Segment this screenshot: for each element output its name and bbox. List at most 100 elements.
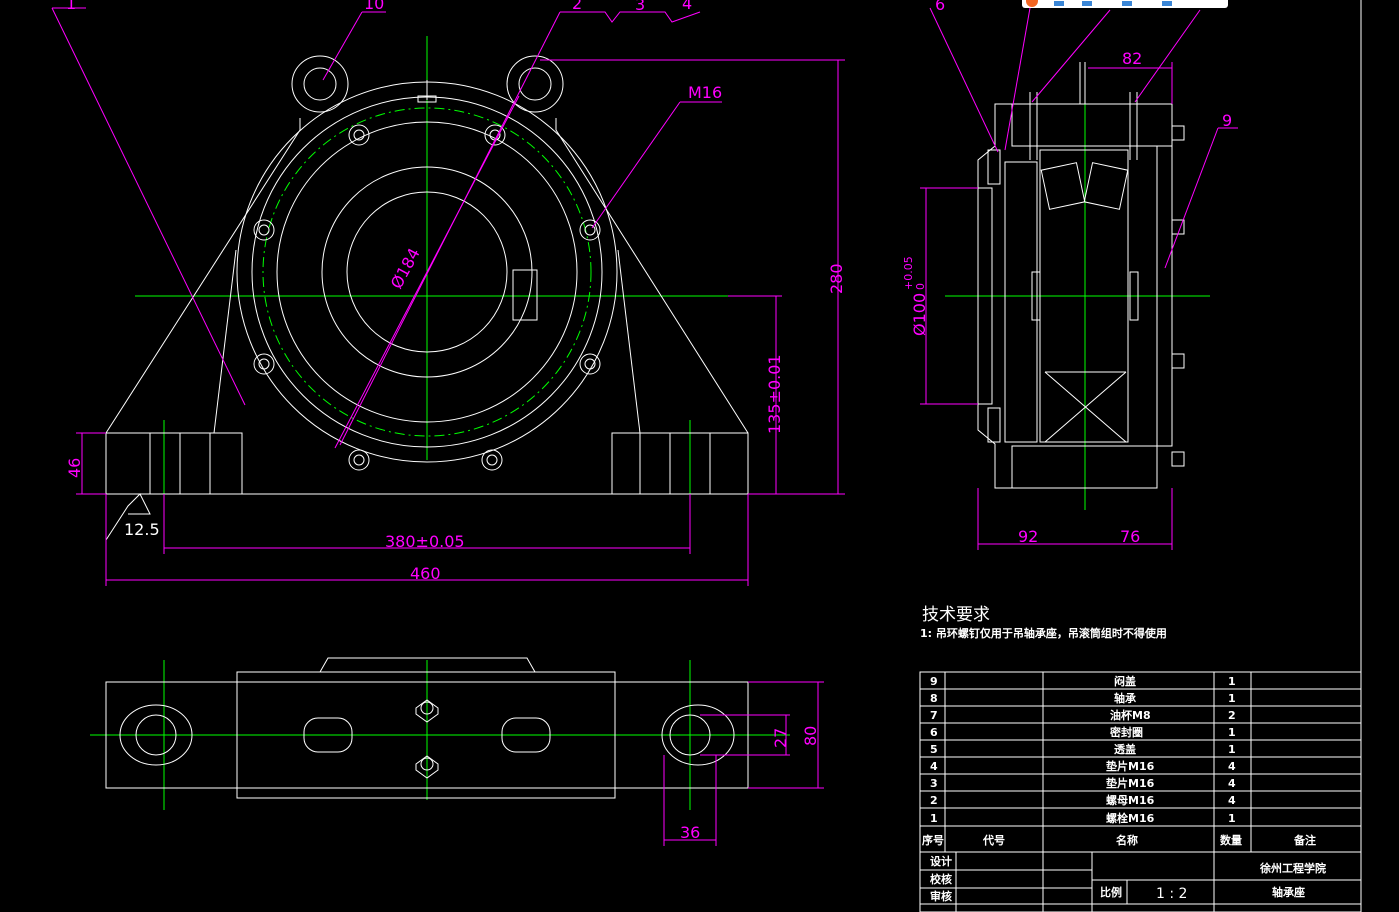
- watermark-logo: [1022, 0, 1228, 8]
- part-label-3: 3: [635, 0, 645, 14]
- housing-right-flank: [555, 118, 749, 434]
- svg-text:名称: 名称: [1116, 833, 1138, 847]
- lifting-eye-right: [506, 55, 564, 113]
- table-row: 8 轴承 1: [930, 691, 1236, 705]
- slot-width-dim: 27: [771, 728, 790, 748]
- svg-text:螺栓M16: 螺栓M16: [1106, 811, 1155, 825]
- check-label: 校核: [930, 872, 952, 886]
- logo-icon: [1082, 1, 1092, 6]
- base-width-dim: 80: [801, 726, 820, 746]
- foot-hole-right: [669, 714, 711, 756]
- roughness-value: 12.5: [124, 520, 160, 539]
- slot-left: [303, 717, 353, 753]
- base-left-foot: [105, 432, 243, 495]
- svg-text:1: 1: [1228, 692, 1236, 705]
- notes-line-1: 1: 吊环螺钉仅用于吊轴承座，吊滚筒组时不得使用: [920, 626, 1167, 640]
- side-section-view: 6 9 82 Ø100 +0.05 0 92 76: [902, 0, 1238, 550]
- bore-diameter-dim: Ø184: [387, 245, 424, 292]
- notes-title: 技术要求: [922, 605, 990, 625]
- housing-bottom-section: [1011, 445, 1158, 489]
- leader-10: [322, 11, 363, 81]
- bolt-callout: M16: [688, 83, 722, 102]
- table-row: 1 螺栓M16 1: [930, 811, 1236, 825]
- part-label-1: 1: [66, 0, 76, 13]
- table-row: 2 螺母M16 4: [930, 793, 1236, 807]
- svg-text:3: 3: [930, 777, 938, 790]
- review-label: 审核: [930, 889, 952, 903]
- svg-text:7: 7: [930, 709, 938, 722]
- table-header: 序号 代号 名称 数量 备注: [922, 833, 1316, 847]
- svg-text:1: 1: [1228, 675, 1236, 688]
- svg-text:4: 4: [1228, 777, 1236, 790]
- bom-table: 9 闷盖 1 8 轴承 1 7 油杯M8 2 6 密封圈 1 5 透盖 1 4 …: [919, 671, 1362, 912]
- scale-label: 比例: [1100, 885, 1122, 899]
- svg-text:代号: 代号: [982, 833, 1005, 847]
- svg-text:1: 1: [930, 812, 938, 825]
- bolt-circle: [262, 107, 592, 437]
- lifting-eye-left: [291, 55, 349, 113]
- svg-text:垫片M16: 垫片M16: [1106, 759, 1155, 773]
- part-label-4: 4: [682, 0, 692, 13]
- left-width-dim: 92: [1018, 527, 1038, 546]
- table-row: 5 透盖 1: [930, 742, 1236, 756]
- svg-text:8: 8: [930, 692, 938, 705]
- housing-left-flank: [105, 118, 301, 434]
- top-width-dim: 82: [1122, 49, 1142, 68]
- svg-text:备注: 备注: [1293, 833, 1316, 847]
- base-outline: [105, 681, 749, 789]
- svg-text:油杯M8: 油杯M8: [1110, 708, 1151, 722]
- svg-text:1: 1: [1228, 812, 1236, 825]
- svg-text:数量: 数量: [1220, 833, 1242, 847]
- end-cover-section: [1156, 145, 1173, 447]
- logo-icon: [1122, 1, 1132, 6]
- seal-ring: [1004, 161, 1038, 443]
- scale-value: 1 : 2: [1156, 886, 1187, 902]
- key-slot: [512, 269, 538, 321]
- slot-right: [501, 717, 551, 753]
- part-label-2: 2: [572, 0, 582, 13]
- svg-text:2: 2: [930, 794, 938, 807]
- leader-1: [51, 7, 246, 406]
- overall-length-dim: 460: [410, 564, 441, 583]
- logo-icon: [1162, 1, 1172, 6]
- drawing-name: 轴承座: [1272, 885, 1305, 899]
- svg-text:1: 1: [1228, 726, 1236, 739]
- right-width-dim: 76: [1120, 527, 1140, 546]
- svg-text:1: 1: [1228, 743, 1236, 756]
- svg-text:序号: 序号: [922, 833, 944, 847]
- top-view: 80 27 36: [90, 657, 824, 846]
- housing-top-section: [1011, 103, 1173, 147]
- part-label-10: 10: [364, 0, 384, 13]
- leader-m16: [591, 101, 681, 229]
- svg-text:4: 4: [1228, 760, 1236, 773]
- part-label-9: 9: [1222, 111, 1232, 130]
- front-view: 1 10 2 3 4 M16 Ø184 280 135±0.01 46 12.5: [51, 0, 846, 586]
- svg-text:2: 2: [1228, 709, 1236, 722]
- svg-text:9: 9: [930, 675, 938, 688]
- svg-text:轴承: 轴承: [1114, 691, 1137, 705]
- bolt-heads: [253, 124, 601, 471]
- shaft-tolerance-upper: +0.05: [902, 256, 915, 290]
- svg-text:闷盖: 闷盖: [1114, 674, 1136, 688]
- svg-text:螺母M16: 螺母M16: [1106, 793, 1155, 807]
- svg-text:6: 6: [930, 726, 938, 739]
- svg-text:5: 5: [930, 743, 938, 756]
- svg-text:4: 4: [930, 760, 938, 773]
- shaft-diameter-dim: Ø100: [910, 293, 929, 336]
- table-row: 3 垫片M16 4: [930, 776, 1236, 790]
- base-right-foot: [611, 432, 749, 495]
- table-row: 7 油杯M8 2: [930, 708, 1236, 722]
- height-dim: 280: [827, 263, 846, 294]
- svg-text:垫片M16: 垫片M16: [1106, 776, 1155, 790]
- svg-text:4: 4: [1228, 794, 1236, 807]
- title-block: 设计 校核 审核 徐州工程学院 比例 1 : 2 轴承座: [920, 852, 1361, 912]
- svg-text:透盖: 透盖: [1114, 742, 1136, 756]
- svg-text:密封圈: 密封圈: [1110, 725, 1143, 739]
- center-height-dim: 135±0.01: [765, 354, 784, 434]
- bore-circle: [321, 166, 533, 378]
- school-name: 徐州工程学院: [1259, 861, 1326, 875]
- slot-length-dim: 36: [680, 823, 700, 842]
- grease-nipple: [417, 95, 437, 103]
- shaft-tolerance-lower: 0: [914, 283, 927, 290]
